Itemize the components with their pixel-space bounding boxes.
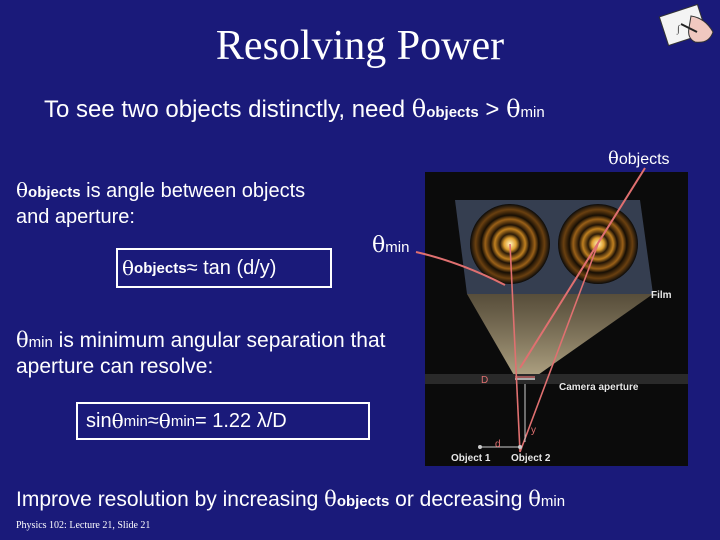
conclusion-line: Improve resolution by increasing θobject… — [16, 487, 565, 512]
formula-text: = 1.22 λ/D — [195, 409, 287, 432]
greater-than: > — [478, 96, 507, 123]
theta-symbol: θ — [608, 148, 619, 169]
objects-subscript: objects — [28, 184, 81, 201]
min-subscript: min — [28, 334, 53, 351]
camera-aperture-label: Camera aperture — [559, 382, 639, 393]
definition-text: is angle between objects and aperture: — [16, 180, 306, 228]
approx-sign: ≈ — [147, 409, 159, 432]
hand-writing-icon: ∫ — [655, 2, 717, 50]
theta-symbol-2: θ — [528, 487, 541, 511]
min-subscript: min — [385, 239, 410, 256]
aperture-diagram-graphic — [425, 172, 688, 466]
distance-y-label: y — [531, 425, 536, 436]
theta-symbol: θ — [411, 95, 427, 123]
theta-objects-label: θobjects — [608, 148, 670, 169]
objects-subscript: objects — [336, 493, 390, 510]
intro-line: To see two objects distinctly, need θobj… — [44, 95, 545, 124]
objects-subscript: objects — [618, 151, 670, 168]
slide-footer: Physics 102: Lecture 21, Slide 21 — [16, 520, 151, 531]
separation-d-label: d — [495, 439, 501, 450]
sin-prefix: sin — [86, 409, 112, 432]
theta-symbol-2: θ — [506, 95, 521, 123]
theta-symbol: θ — [324, 487, 337, 511]
min-subscript: min — [540, 493, 566, 510]
min-subscript: min — [123, 412, 148, 430]
formula-text: ≈ tan (d/y) — [186, 256, 277, 279]
film-label: Film — [651, 290, 672, 301]
object-1-label: Object 1 — [451, 453, 491, 464]
conclusion-prefix: Improve resolution by increasing — [16, 488, 325, 511]
objects-subscript: objects — [134, 259, 187, 277]
slide-title: Resolving Power — [215, 23, 505, 69]
theta-objects-definition: θobjects is angle between objects and ap… — [16, 178, 336, 229]
theta-symbol: θ — [122, 256, 135, 280]
intro-prefix: To see two objects distinctly, need — [44, 96, 412, 123]
theta-symbol: θ — [16, 178, 29, 202]
object-2-label: Object 2 — [511, 453, 551, 464]
aperture-D-label: D — [481, 375, 489, 386]
theta-symbol: θ — [111, 409, 124, 433]
theta-symbol: θ — [372, 233, 386, 258]
conclusion-mid: or decreasing — [389, 488, 529, 511]
min-subscript-2: min — [170, 412, 195, 430]
min-subscript: min — [520, 104, 545, 121]
theta-symbol: θ — [16, 328, 29, 352]
theta-min-definition: θmin is minimum angular separation that … — [16, 328, 396, 379]
theta-min-label: θmin — [372, 232, 409, 258]
theta-symbol-2: θ — [158, 409, 171, 433]
aperture-diagram-photo: Film Camera aperture D d y Object 1 Obje… — [425, 172, 688, 466]
objects-subscript: objects — [426, 104, 479, 121]
definition-text: is minimum angular separation that apert… — [16, 329, 386, 378]
svg-text:∫: ∫ — [676, 24, 681, 35]
